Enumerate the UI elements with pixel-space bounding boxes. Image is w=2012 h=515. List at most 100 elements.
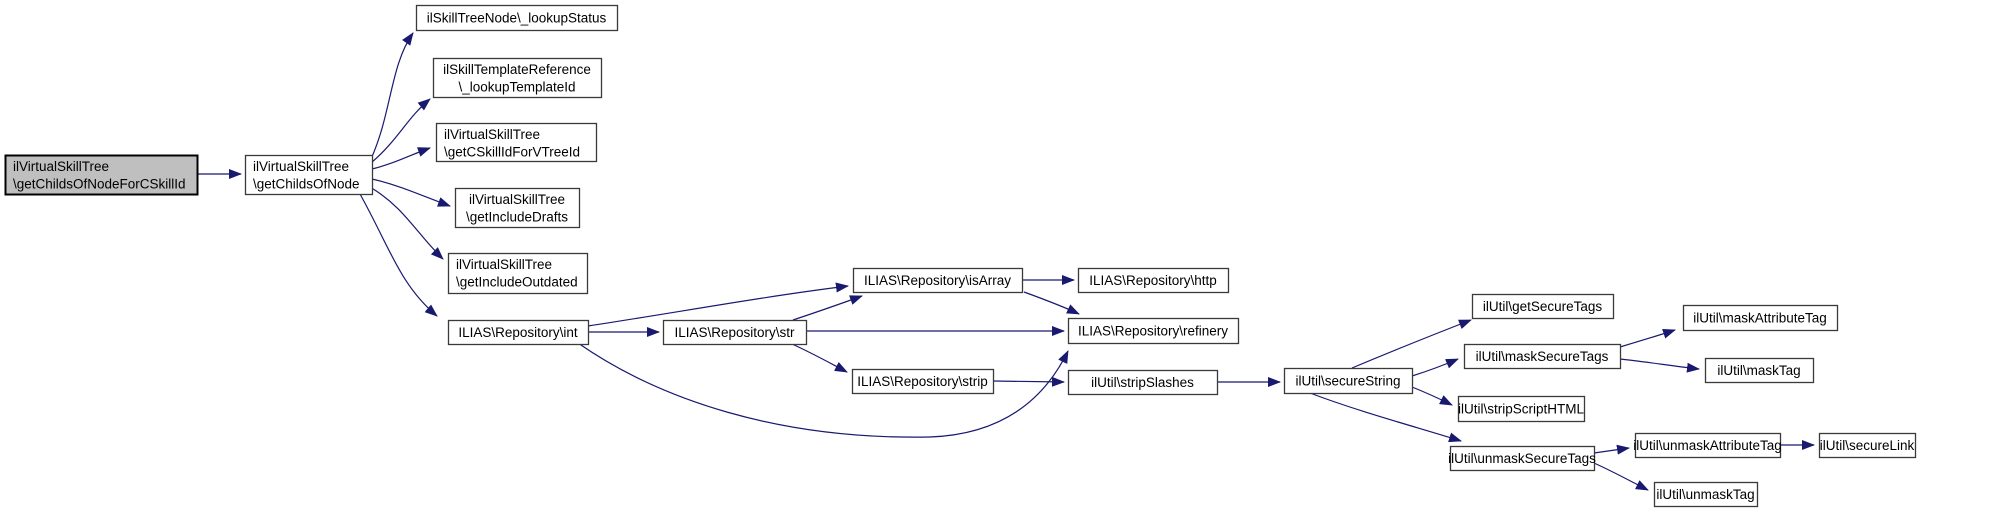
edge-unmaskSecureTags-to-unmaskAttributeTag [1593,444,1630,455]
node-box [1449,445,1596,472]
node-label-line: ILIAS\Repository\isArray [864,273,1011,288]
graph-node-maskSecureTags[interactable]: ilUtil\maskSecureTags [1463,343,1622,370]
node-box [1463,343,1622,370]
graph-node-stripScriptHTML[interactable]: ilUtil\stripScriptHTML [1457,395,1586,423]
graph-node-secureLink[interactable]: ilUtil\secureLink [1818,432,1917,459]
node-label: ILIAS\Repository\str [674,325,795,340]
graph-node-repository-http[interactable]: ILIAS\Repository\http [1077,267,1230,294]
node-box [851,368,995,395]
node-label-line: ilUtil\secureLink [1820,438,1915,453]
edge-secureString-to-maskSecureTags [1411,358,1459,377]
graph-node-getChildsOfNode[interactable]: ilVirtualSkillTree \getChildsOfNode [244,154,374,196]
graph-node-getSecureTags[interactable]: ilUtil\getSecureTags [1471,293,1615,320]
node-label-line: \getIncludeDrafts [466,210,568,225]
node-label-line: ILIAS\Repository\str [674,325,795,340]
edge-repository-int-to-repository-isArray [587,282,849,327]
graph-node-repository-int[interactable]: ILIAS\Repository\int [447,319,590,346]
node-box [1457,395,1586,423]
node-label-line: ilVirtualSkillTree [469,192,565,207]
graph-node-repository-refinery[interactable]: ILIAS\Repository\refinery [1067,317,1240,345]
node-label: ILIAS\Repository\strip [857,374,988,389]
node-label: ilUtil\unmaskAttributeTag [1633,438,1782,453]
graph-node-getIncludeDrafts[interactable]: ilVirtualSkillTree \getIncludeDrafts [454,187,581,229]
node-box [447,252,589,295]
graph-node-getIncludeOutdated[interactable]: ilVirtualSkillTree\getIncludeOutdated [447,252,589,295]
edge-repository-int-to-repository-refinery [577,342,1069,438]
node-label: ilUtil\maskTag [1717,363,1800,378]
graph-node-stripSlashes[interactable]: ilUtil\stripSlashes [1067,369,1219,396]
graph-node-lookupTemplateId[interactable]: ilSkillTemplateReference\_lookupTemplate… [432,57,603,99]
graph-node-lookupStatus[interactable]: ilSkillTreeNode\_lookupStatus [415,4,619,32]
edge-repository-str-to-repository-strip [791,343,848,373]
nodes-layer: ilVirtualSkillTree\getChildsOfNodeForCSk… [4,4,1917,508]
node-label: ilUtil\secureLink [1820,438,1915,453]
edge-getChildsOfNode-to-getCSkillIdForVTreeId [371,147,431,170]
edge-getChildsOfNode-to-lookupStatus [370,32,414,160]
node-box [447,319,590,346]
node-label: ilVirtualSkillTree\getChildsOfNodeForCSk… [13,159,186,192]
node-label-line: ilUtil\maskTag [1717,363,1800,378]
node-box [1682,304,1839,332]
node-label-line: \getCSkillIdForVTreeId [444,145,580,160]
node-label-line: ilUtil\secureString [1295,374,1400,389]
node-box [244,154,374,196]
edge-maskSecureTags-to-maskTag [1619,358,1700,373]
graph-node-unmaskTag[interactable]: ilUtil\unmaskTag [1653,481,1759,508]
node-label: ilSkillTemplateReference\_lookupTemplate… [443,62,591,95]
node-box [1818,432,1917,459]
node-label-line: ILIAS\Repository\strip [857,374,988,389]
node-label-line: ilUtil\stripSlashes [1091,375,1194,390]
edge-repository-str-to-repository-isArray [792,295,863,321]
graph-node-maskTag[interactable]: ilUtil\maskTag [1704,357,1815,384]
node-label-line: ilVirtualSkillTree [444,127,540,142]
graph-node-repository-isArray[interactable]: ILIAS\Repository\isArray [852,267,1024,294]
graph-node-maskAttributeTag[interactable]: ilUtil\maskAttributeTag [1682,304,1839,332]
node-label: ILIAS\Repository\int [458,325,578,340]
node-label: ILIAS\Repository\refinery [1078,324,1228,339]
edge-getChildsOfNode-to-getIncludeDrafts [371,178,451,207]
node-label-line: ilUtil\unmaskTag [1656,487,1754,502]
graph-node-getChildsOfNodeForCSkillId[interactable]: ilVirtualSkillTree\getChildsOfNodeForCSk… [4,154,199,196]
node-label: ilVirtualSkillTree \getCSkillIdForVTreeId [444,127,580,160]
edge-repository-isArray-to-repository-refinery [1023,291,1080,315]
node-label: ilUtil\stripScriptHTML [1458,402,1585,417]
node-box [662,319,808,346]
node-box [852,267,1024,294]
node-label-line: ilVirtualSkillTree [253,159,349,174]
edge-maskSecureTags-to-maskAttributeTag [1619,329,1676,348]
graph-node-repository-strip[interactable]: ILIAS\Repository\strip [851,368,995,395]
node-label: ilUtil\maskAttributeTag [1693,311,1827,326]
node-box [1704,357,1815,384]
node-label-line: ilSkillTemplateReference [443,62,591,77]
node-box [1471,293,1615,320]
node-label-line: \getIncludeOutdated [456,275,578,290]
node-box [1653,481,1759,508]
graph-node-unmaskAttributeTag[interactable]: ilUtil\unmaskAttributeTag [1633,432,1782,459]
node-label-line: ilUtil\unmaskSecureTags [1448,451,1596,466]
node-label: ilUtil\unmaskSecureTags [1448,451,1596,466]
node-label-line: ILIAS\Repository\int [458,325,578,340]
graph-node-repository-str[interactable]: ILIAS\Repository\str [662,319,808,346]
edge-secureString-to-getSecureTags [1351,319,1472,369]
node-box [454,187,581,229]
node-label-line: ILIAS\Repository\http [1089,273,1217,288]
node-box [1067,317,1240,345]
node-box [1283,367,1414,395]
node-box [432,57,603,99]
node-label-line: ilUtil\getSecureTags [1483,299,1603,314]
node-box [1067,369,1219,396]
node-label: ilUtil\getSecureTags [1483,299,1603,314]
edge-getChildsOfNode-to-repository-int [359,193,438,317]
edge-getChildsOfNode-to-getIncludeOutdated [369,186,444,260]
node-label-line: ILIAS\Repository\refinery [1078,324,1228,339]
graph-node-getCSkillIdForVTreeId[interactable]: ilVirtualSkillTree \getCSkillIdForVTreeId [435,122,598,163]
graph-node-unmaskSecureTags[interactable]: ilUtil\unmaskSecureTags [1448,445,1596,472]
node-label-line: ilSkillTreeNode\_lookupStatus [427,11,607,26]
node-label-line: ilVirtualSkillTree [13,159,109,174]
node-label: ILIAS\Repository\isArray [864,273,1011,288]
edge-repository-strip-to-stripSlashes [992,376,1065,387]
node-label-line: \getChildsOfNode [253,177,360,192]
graph-node-secureString[interactable]: ilUtil\secureString [1283,367,1414,395]
node-label-line: ilUtil\maskSecureTags [1476,349,1609,364]
